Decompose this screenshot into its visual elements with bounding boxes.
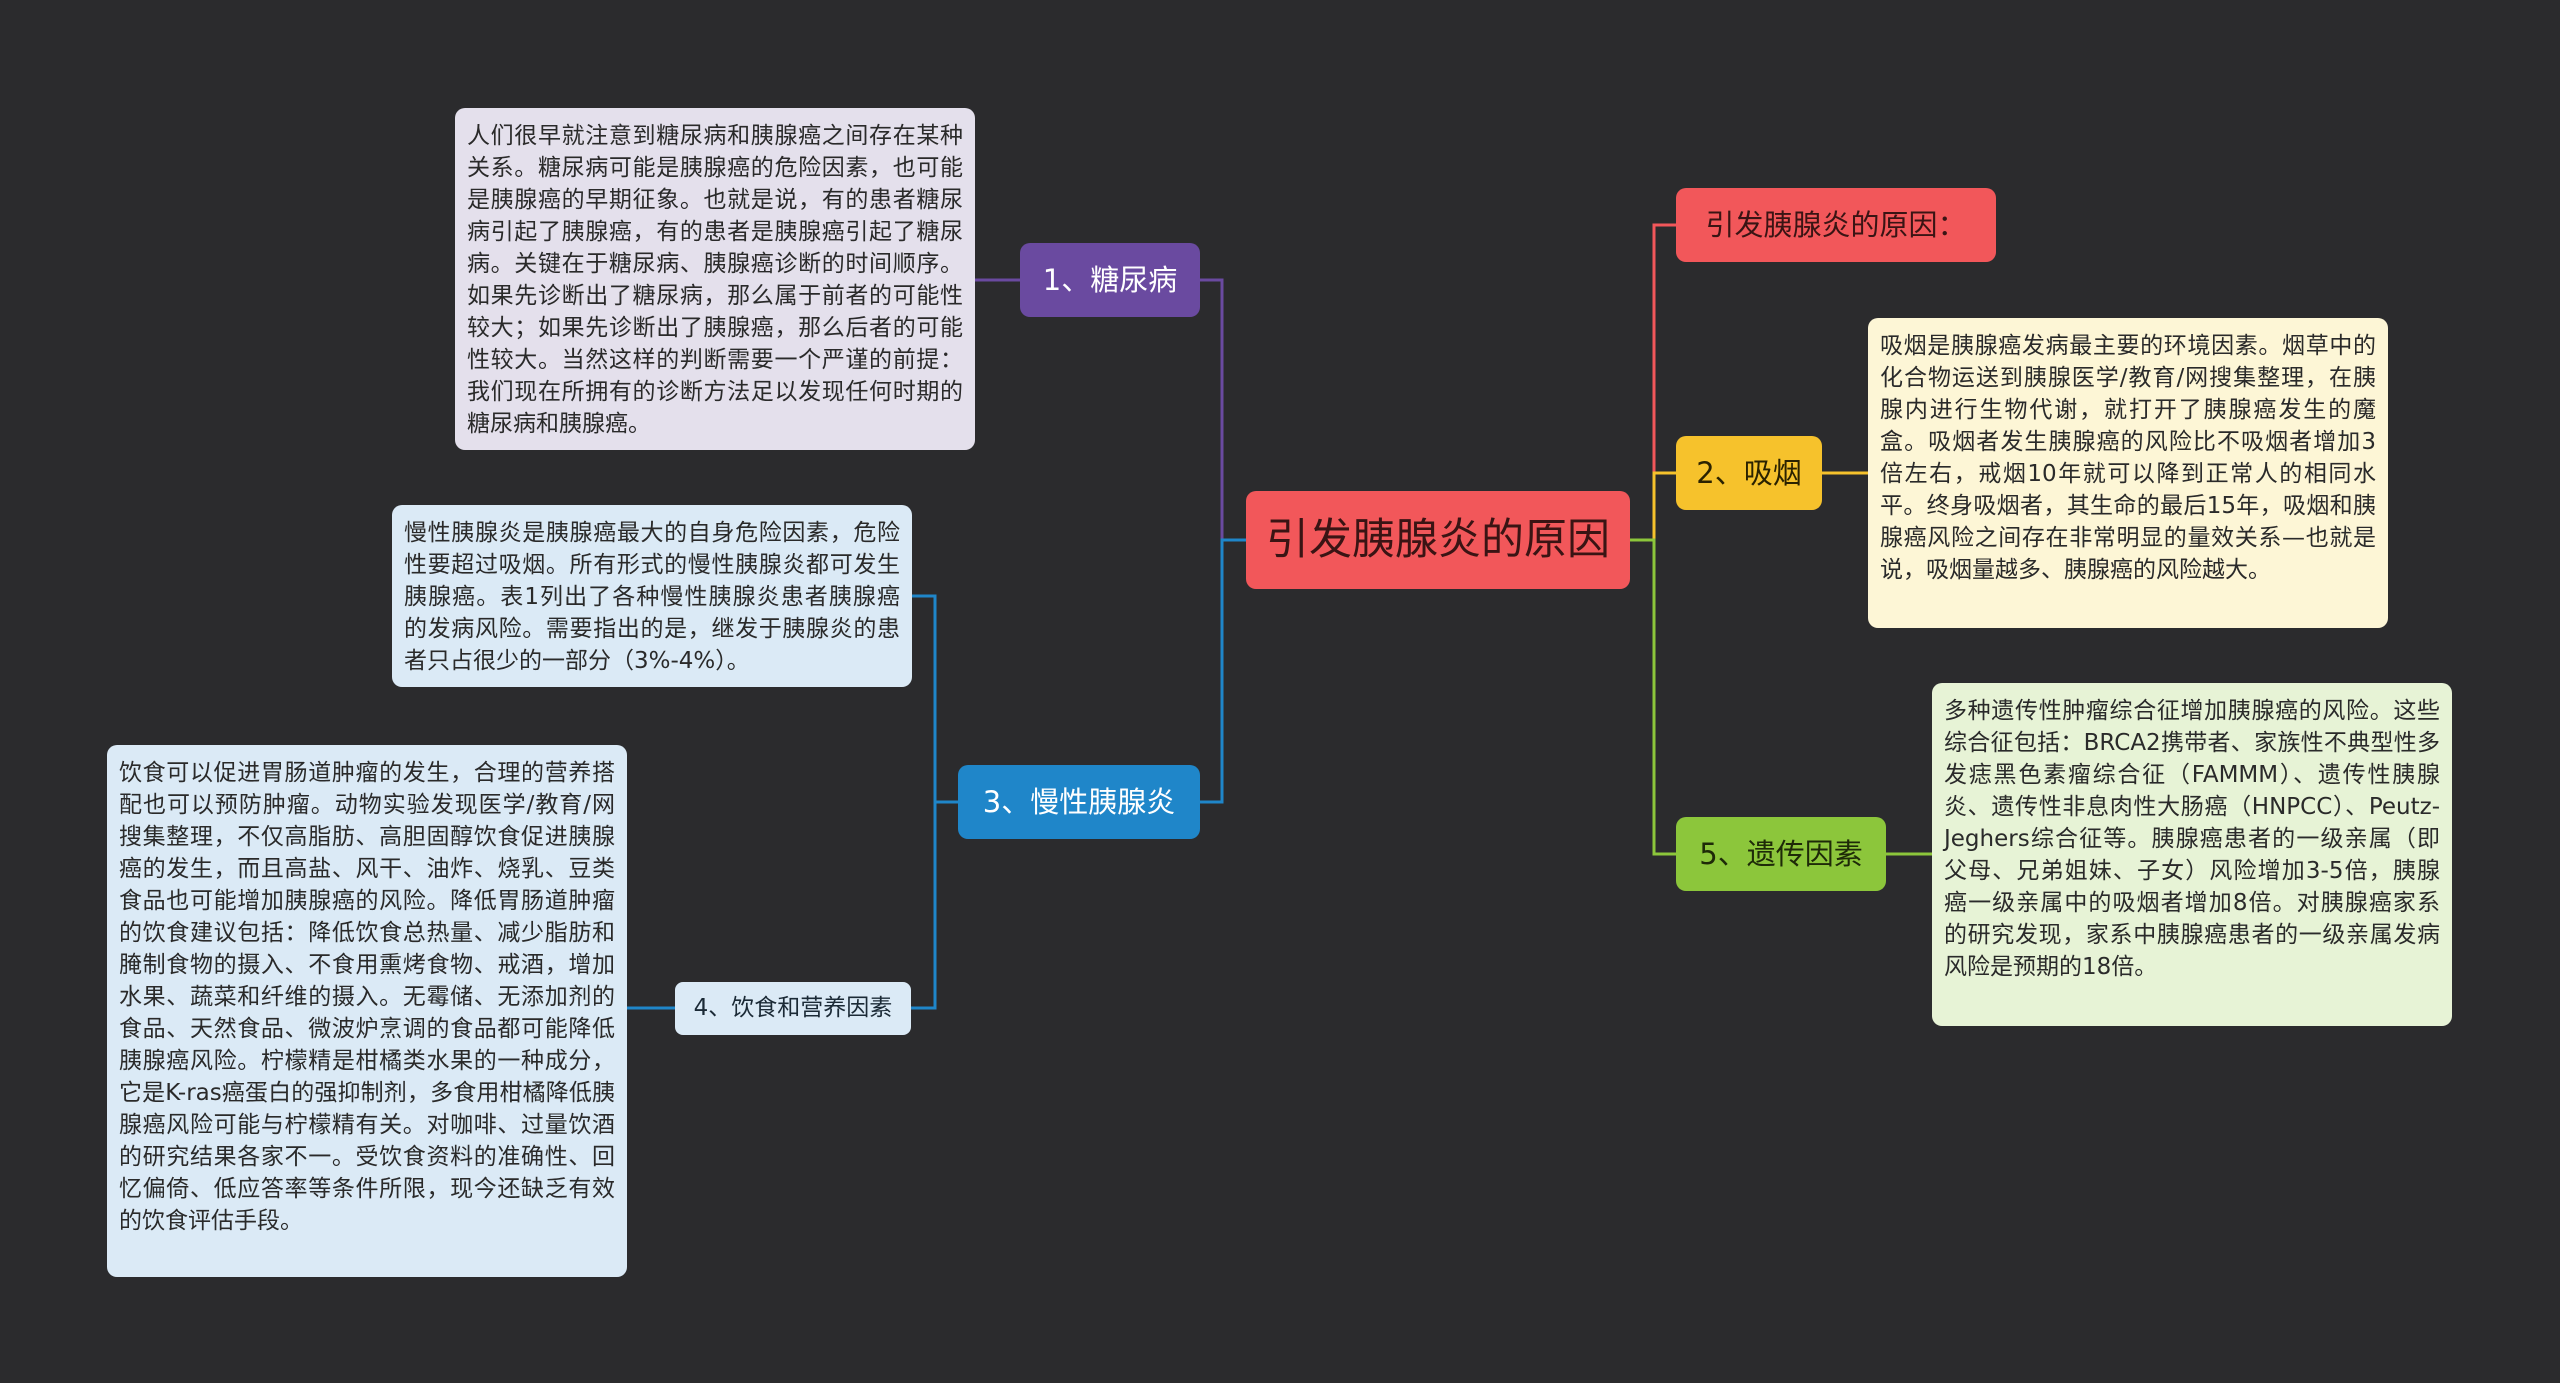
branch-chronic-pancreatitis[interactable]: 3、慢性胰腺炎 [958, 765, 1200, 839]
note-chronic-pancreatitis[interactable]: 慢性胰腺炎是胰腺癌最大的自身危险因素，危险性要超过吸烟。所有形式的慢性胰腺炎都可… [392, 505, 912, 687]
branch-genetic-factors[interactable]: 5、遗传因素 [1676, 817, 1886, 891]
branch-smoking[interactable]: 2、吸烟 [1676, 436, 1822, 510]
link-center-pancreatitis [1200, 538, 1246, 804]
link-center-genetic [1630, 538, 1676, 856]
note-smoking[interactable]: 吸烟是胰腺癌发病最主要的环境因素。烟草中的化合物运送到胰腺医学/教育/网搜集整理… [1868, 318, 2388, 628]
branch-causes-title[interactable]: 引发胰腺炎的原因： [1676, 188, 1996, 262]
note-diet-nutrition[interactable]: 饮食可以促进胃肠道肿瘤的发生，合理的营养搭配也可以预防肿瘤。动物实验发现医学/教… [107, 745, 627, 1277]
branch-diet-nutrition[interactable]: 4、饮食和营养因素 [675, 982, 911, 1035]
link-pancreatitis-text [912, 594, 958, 804]
note-diabetes[interactable]: 人们很早就注意到糖尿病和胰腺癌之间存在某种关系。糖尿病可能是胰腺癌的危险因素，也… [455, 108, 975, 450]
link-center-smoking [1630, 471, 1676, 542]
link-center-diabetes [1200, 278, 1246, 542]
link-pancreatitis-diet [911, 800, 958, 1010]
note-genetic-factors[interactable]: 多种遗传性肿瘤综合征增加胰腺癌的风险。这些综合征包括：BRCA2携带者、家族性不… [1932, 683, 2452, 1026]
branch-diabetes[interactable]: 1、糖尿病 [1020, 243, 1200, 317]
central-topic[interactable]: 引发胰腺炎的原因 [1246, 491, 1630, 589]
